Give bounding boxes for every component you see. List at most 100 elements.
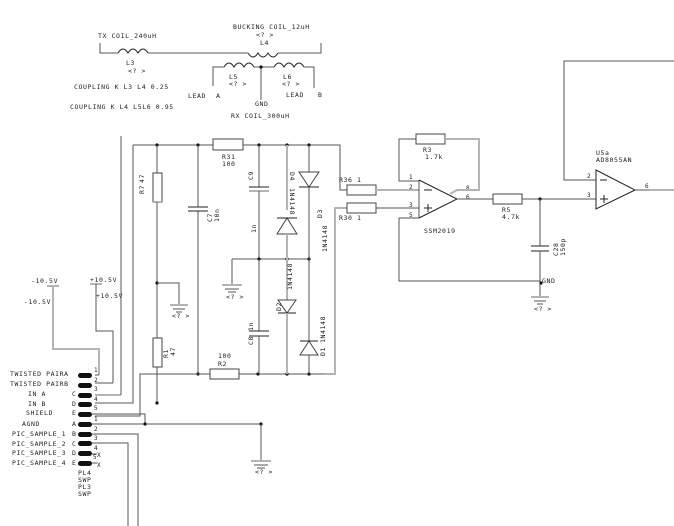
l6-value: <? >: [282, 80, 300, 88]
pl4-row-4-label: IN B: [28, 400, 46, 408]
inductor-l5: [223, 62, 255, 68]
l5-value: <? >: [229, 80, 247, 88]
r1-value: 47: [169, 347, 177, 356]
pl4-row-1-label: TWISTED PAIRA: [10, 370, 69, 378]
pl4-pin-3: 3: [94, 386, 98, 393]
r30-label: R30 1: [339, 214, 362, 222]
r31-value: 100: [222, 160, 236, 168]
ground-q-bottom: <? >: [255, 468, 273, 476]
neg-supply-2: -10.5V: [24, 298, 51, 306]
preamp-stage: R36 1 R30 1 1 2 3 5 8 6 SSM2019 R3 1.7k …: [339, 133, 591, 313]
rx-coil-label: RX COIL_300uH: [231, 112, 290, 120]
capacitor-c28: [531, 245, 549, 252]
resistor-r30: [346, 202, 377, 214]
pin-6: 6: [466, 194, 470, 201]
pl3-ref: PL3: [78, 483, 92, 491]
pos-supply-1: +10.5V: [90, 276, 117, 284]
pin-2: 2: [409, 184, 413, 191]
pl4-pin-4: 4: [94, 396, 98, 403]
pl3-pin-5: 5: [93, 454, 97, 461]
resistor-r5: [492, 193, 523, 205]
connector-pl4: TWISTED PAIRA TWISTED PAIRB IN A IN B SH…: [10, 367, 146, 424]
l6-ref: L6: [283, 73, 292, 81]
lead-b-letter: B: [318, 91, 323, 99]
d2-value: 1N4148: [286, 263, 294, 290]
pl3-row-5-label: PIC_SAMPLE_4: [12, 459, 66, 467]
u5-pin-2: 2: [587, 173, 591, 180]
c28-ref: C28: [552, 242, 560, 256]
inductor-l3: [117, 48, 149, 54]
c9-ref: C9: [247, 171, 255, 180]
pl4-row-3-letter: C: [72, 390, 77, 398]
connector-pl3: AGND PIC_SAMPLE_1 PIC_SAMPLE_2 PIC_SAMPL…: [12, 416, 273, 526]
pl3-pin-4: 4: [94, 445, 98, 452]
inductor-l4: [247, 52, 279, 58]
pl4-row-3-label: IN A: [28, 390, 46, 398]
d1-ref: D1: [319, 347, 327, 356]
ground-q-3: <? >: [534, 305, 552, 313]
pl3-type: SWP: [78, 490, 92, 498]
pl4-row-4-letter: D: [72, 400, 77, 408]
u5-part: AD8055AN: [596, 156, 632, 164]
gnd-net-label: GND: [542, 277, 556, 285]
lead-a-label: LEAD: [188, 92, 206, 100]
d1-value: 1N4148: [319, 316, 327, 343]
coil-section: TX COIL_240uH BUCKING COIL_12uH <? > L4 …: [70, 23, 323, 120]
c7-ref: C7: [206, 213, 214, 222]
pin-5: 5: [409, 212, 413, 219]
d4-value: 1N4148: [288, 188, 296, 215]
pl4-row-2-label: TWISTED PAIRB: [10, 380, 69, 388]
pl3-row-4-letter: D: [72, 449, 77, 457]
r7-ref: R7: [138, 185, 146, 194]
pl3-row-3-letter: C: [72, 440, 77, 448]
d4-ref: D4: [288, 172, 296, 181]
pin-8: 8: [466, 185, 470, 192]
l4-ref: L4: [260, 39, 269, 47]
pl3-row-2-letter: B: [72, 430, 77, 438]
d2-ref: D2: [275, 302, 283, 311]
tx-coil-label: TX COIL_240uH: [98, 32, 157, 40]
gnd-label: GND: [255, 100, 269, 108]
c8-ref: C8: [247, 336, 255, 345]
u5-ref: U5a: [596, 149, 610, 157]
pl3-pin-1: 1: [94, 416, 98, 423]
pl3-pin-3: 3: [94, 435, 98, 442]
r7-value: 47: [138, 174, 146, 183]
resistor-r7: [152, 172, 163, 203]
resistor-r36: [346, 184, 377, 196]
diode-d1: [299, 340, 319, 356]
pl4-pin-2: 2: [94, 377, 98, 384]
pl4-pin-1: 1: [94, 367, 98, 374]
ic-ssm2019-label: SSM2019: [424, 227, 456, 235]
pos-supply-2: +10.5V: [96, 292, 123, 300]
r3-value: 1.7k: [425, 153, 443, 161]
pl4-type: SWP: [78, 476, 92, 484]
coupling-l4-l5l6: COUPLING K L4 L5L6 0.95: [70, 103, 174, 111]
coupling-l3-l4: COUPLING K L3 L4 0.25: [74, 83, 169, 91]
ground-q-1: <? >: [172, 312, 190, 320]
r5-ref: R5: [502, 206, 511, 214]
r31-ref: R31: [222, 153, 236, 161]
resistor-r1: [152, 337, 163, 368]
pl3-row-3-label: PIC_SAMPLE_2: [12, 440, 66, 448]
r1-ref: R1: [162, 349, 170, 358]
nc-mark-5: X: [97, 462, 101, 469]
pin-1: 1: [409, 174, 413, 181]
neg-supply-1: -10.5V: [31, 277, 58, 285]
diode-d4: [276, 217, 298, 235]
l3-value: <? >: [128, 67, 146, 75]
c7-value: 10n: [213, 208, 221, 222]
power-section: -10.5V -10.5V +10.5V +10.5V: [24, 136, 123, 396]
c9-value: 1n: [250, 224, 258, 233]
pl3-row-1-label: AGND: [22, 420, 40, 428]
c28-value: 150p: [559, 238, 567, 256]
resistor-r3: [415, 133, 446, 145]
pl3-row-2-label: PIC_SAMPLE_1: [12, 430, 66, 438]
r2-value: 100: [218, 352, 232, 360]
pl4-ref: PL4: [78, 469, 92, 477]
pl3-row-5-letter: E: [72, 459, 77, 467]
r5-value: 4.7k: [502, 213, 520, 221]
buffer-stage: 2 3 6 U5a AD8055AN: [563, 60, 674, 210]
pl4-pin-5: 5: [94, 405, 98, 412]
l4-value: <? >: [256, 31, 274, 39]
